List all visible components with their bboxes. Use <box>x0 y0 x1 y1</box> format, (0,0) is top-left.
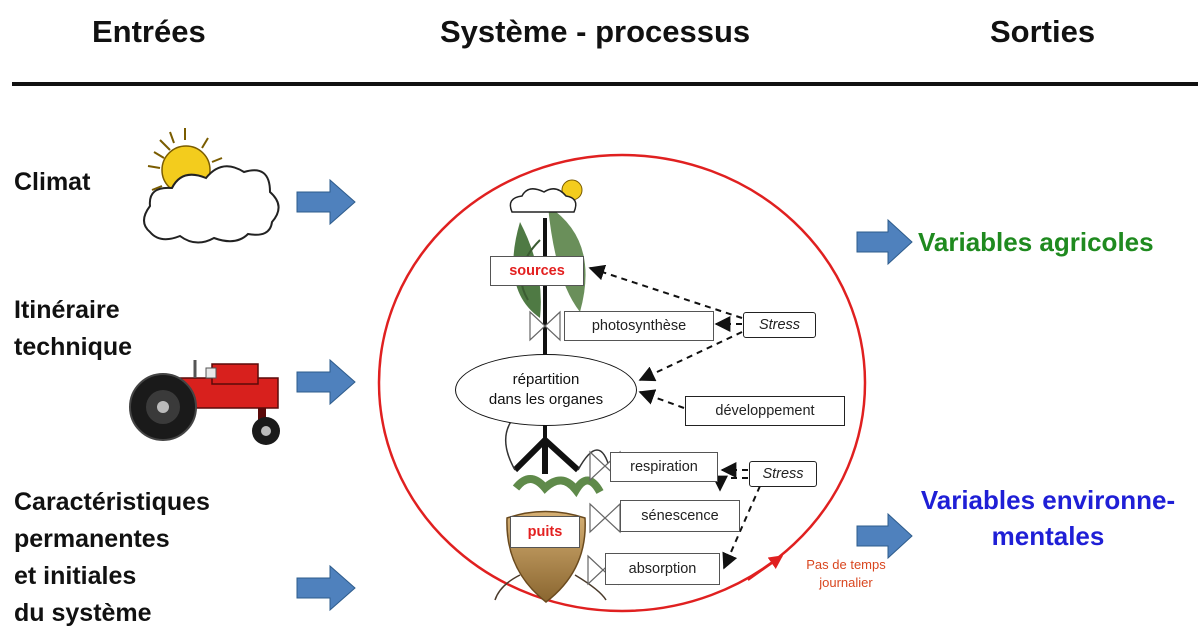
header-divider <box>12 82 1198 86</box>
output-agri-variables: Variables agricoles <box>918 227 1154 257</box>
label-char-line3: et initiales <box>14 562 137 590</box>
label-char-line4: du système <box>14 599 152 627</box>
output-env-line1: Variables environne- <box>920 485 1176 515</box>
timestep-arrow <box>747 555 784 581</box>
header-outputs: Sorties <box>990 14 1096 49</box>
output-arrows <box>856 218 913 560</box>
tractor-icon <box>129 360 280 445</box>
timestep-note: Pas de temps journalier <box>786 556 906 592</box>
label-char-line1: Caractéristiques <box>14 488 210 516</box>
respiration-box: respiration <box>610 452 718 482</box>
small-sun-cloud-icon <box>509 179 583 213</box>
label-itinerary-line1: Itinéraire <box>14 296 120 324</box>
sources-box: sources <box>490 256 584 286</box>
partition-line2: dans les organes <box>488 391 604 408</box>
label-characteristics: Caractéristiques permanentes et initiale… <box>14 484 210 632</box>
regulation-arrows <box>588 264 761 570</box>
input-arrows <box>296 178 356 612</box>
label-itinerary-line2: technique <box>14 333 133 361</box>
label-char-line2: permanentes <box>14 525 170 553</box>
sinks-box: puits <box>510 516 580 548</box>
timestep-line1: Pas de temps <box>806 557 886 572</box>
label-itinerary: Itinéraire technique <box>14 292 132 366</box>
absorption-box: absorption <box>605 553 720 585</box>
label-climate: Climat <box>14 168 91 196</box>
stress-box-top: Stress <box>743 312 816 338</box>
stress-box-bottom: Stress <box>749 461 817 487</box>
senescence-box: sénescence <box>620 500 740 532</box>
photosynthesis-box: photosynthèse <box>564 311 714 341</box>
system-boundary <box>377 153 867 613</box>
output-env-variables: Variables environne- mentales <box>898 482 1198 554</box>
output-env-line2: mentales <box>991 521 1105 551</box>
partition-line1: répartition <box>512 371 580 388</box>
timestep-line2: journalier <box>819 575 873 590</box>
header-inputs: Entrées <box>92 14 206 49</box>
sun-cloud-icon <box>143 128 280 244</box>
root-branches <box>512 437 581 474</box>
header-system: Système - processus <box>440 14 751 49</box>
development-box: développement <box>685 396 845 426</box>
partition-ellipse: répartition dans les organes <box>455 354 637 426</box>
